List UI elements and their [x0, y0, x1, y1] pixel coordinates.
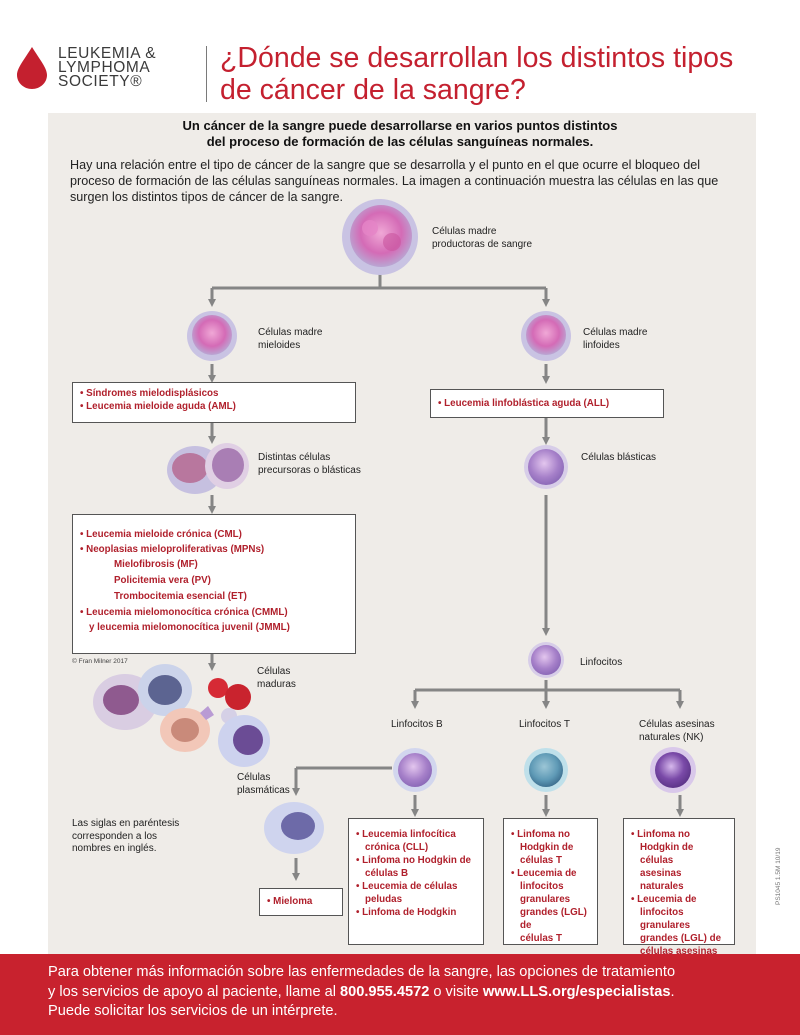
illustration-credit: © Fran Milner 2017: [72, 658, 128, 665]
list-item: • Mieloma: [267, 896, 313, 907]
list-item: • Linfoma no Hodgkin de: [356, 855, 472, 866]
b-cell-cancers-box: • Leucemia linfocítica crónica (CLL) • L…: [348, 818, 484, 945]
list-item: • Linfoma de Hodgkin: [356, 907, 457, 918]
lymphoid-stem-cell-illustration: [521, 311, 571, 361]
lls-logo-drop-icon: [17, 47, 47, 89]
intro-paragraph: Hay una relación entre el tipo de cáncer…: [70, 158, 719, 204]
label-b-cells: Linfocitos B: [391, 719, 443, 730]
myeloma-box: • Mieloma: [259, 888, 343, 916]
organization-name: LEUKEMIA & LYMPHOMA SOCIETY®: [58, 45, 157, 90]
list-subitem: Mielofibrosis (MF): [114, 559, 198, 570]
page-title: ¿Dónde se desarrollan los distintos tipo…: [220, 42, 734, 106]
myeloid-cancers-box: • Síndromes mielodisplásicos • Leucemia …: [72, 382, 356, 423]
t-cell-cancers-box: • Linfoma no Hodgkin de células T • Leuc…: [503, 818, 598, 945]
list-item: • Leucemia linfoblástica aguda (ALL): [438, 398, 610, 409]
list-item: • Leucemia de: [511, 868, 577, 879]
list-item: y leucemia mielomonocítica juvenil (JMML…: [89, 622, 290, 633]
myeloid-stem-cell-illustration: [187, 311, 237, 361]
list-subitem: Trombocitemia esencial (ET): [114, 591, 247, 602]
list-item: • Leucemia mieloide crónica (CML): [80, 529, 242, 540]
plasma-cell-illustration: [264, 802, 324, 854]
label-t-cells: Linfocitos T: [519, 719, 570, 730]
blast-cell-illustration: [524, 445, 568, 489]
list-subitem: Policitemia vera (PV): [114, 575, 211, 586]
document-code: PS1045 1.5M 10/19: [775, 847, 782, 905]
nk-cell-cancers-box: • Linfoma no Hodgkin de células asesinas…: [623, 818, 735, 970]
list-item: • Leucemia mielomonocítica crónica (CMML…: [80, 607, 288, 618]
list-item: • Linfoma no: [631, 829, 690, 840]
list-item: • Leucemia de células: [356, 881, 458, 892]
website-link[interactable]: www.LLS.org/especialistas: [482, 983, 671, 1000]
list-item: • Leucemia linfocítica: [356, 829, 456, 840]
label-blast-cells: Células blásticas: [581, 452, 657, 463]
list-item: • Neoplasias mieloproliferativas (MPNs): [80, 544, 265, 555]
b-lymphocyte-illustration: [393, 748, 437, 792]
label-lymphocytes: Linfocitos: [580, 657, 623, 668]
t-lymphocyte-illustration: [524, 748, 568, 792]
phone-number[interactable]: 800.955.4572: [340, 983, 430, 1000]
nk-cell-illustration: [650, 747, 696, 793]
mature-cells-illustration: [93, 664, 270, 767]
header-divider: [206, 46, 207, 102]
subtitle: Un cáncer de la sangre puede desarrollar…: [182, 118, 618, 149]
footer-bar: [0, 954, 800, 1035]
list-item: • Leucemia de: [631, 894, 697, 905]
list-item: • Síndromes mielodisplásicos: [80, 388, 219, 399]
precursor-cancers-box: • Leucemia mieloide crónica (CML) • Neop…: [72, 514, 356, 654]
lymphocyte-illustration: [528, 642, 564, 678]
list-item: • Linfoma no: [511, 829, 570, 840]
stem-cell-illustration: [342, 199, 418, 275]
precursor-cells-illustration: [167, 443, 249, 494]
footer-text: Para obtener más información sobre las e…: [48, 964, 676, 1019]
list-item: • Leucemia mieloide aguda (AML): [80, 401, 236, 412]
lymphoid-cancers-box: • Leucemia linfoblástica aguda (ALL): [430, 389, 664, 418]
